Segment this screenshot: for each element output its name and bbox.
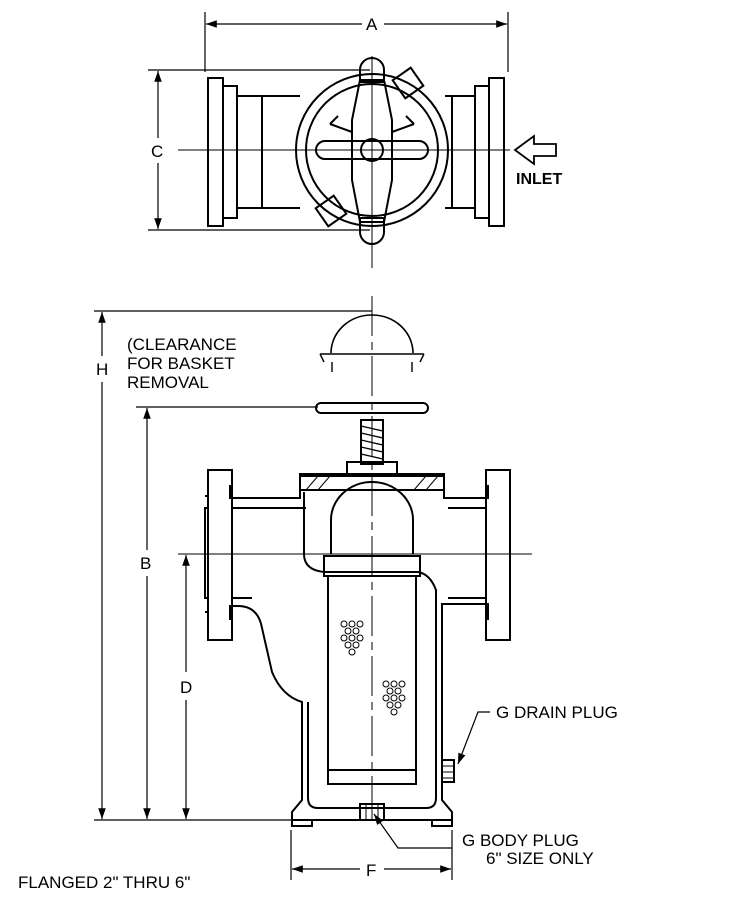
- clearance-rim: [319, 353, 425, 372]
- top-right-flange-hub: [474, 85, 490, 219]
- handwheel: [315, 402, 429, 414]
- stem-threads: [360, 425, 384, 460]
- drain-plug-leader: [457, 711, 490, 765]
- top-eyebolt-lower-left: [314, 194, 348, 228]
- drain-plug-label: G DRAIN PLUG: [496, 703, 618, 722]
- top-view: [148, 12, 557, 268]
- top-left-flange-hub: [222, 85, 238, 219]
- inlet-label: INLET: [516, 171, 562, 188]
- clearance-label-line2: FOR BASKET: [127, 354, 235, 373]
- body-outline: [229, 473, 489, 821]
- dim-c-label: C: [151, 142, 163, 161]
- top-eyebolt-upper-right: [391, 66, 425, 100]
- top-yoke-arms: [329, 115, 415, 133]
- top-lug-top: [359, 57, 385, 83]
- basket-perforations-lower: [382, 680, 406, 716]
- top-lug-bottom: [359, 217, 385, 245]
- body-plug-label-line1: G BODY PLUG: [462, 831, 579, 850]
- top-body-pipe: [237, 95, 475, 209]
- basket-body: [327, 576, 417, 785]
- drain-plug: [441, 759, 455, 783]
- elev-right-flange: [485, 469, 511, 641]
- internal-cavity: [303, 492, 437, 809]
- top-hub: [360, 138, 384, 162]
- cover-hatch: [305, 475, 439, 491]
- dim-f-label: F: [366, 861, 376, 880]
- body-feet: [291, 820, 453, 827]
- elev-left-flange-face: [204, 507, 209, 599]
- top-left-flange: [207, 77, 224, 227]
- basket-perforations-upper: [340, 620, 364, 656]
- basket-dome: [330, 481, 414, 554]
- elevation-view: [94, 296, 532, 880]
- basket-rim: [323, 555, 421, 577]
- inlet-arrow-icon: [513, 134, 557, 166]
- top-handle-bar: [315, 140, 429, 160]
- elev-left-flange: [205, 469, 233, 641]
- clearance-label-line1: (CLEARANCE: [127, 335, 237, 354]
- top-cover-outer: [295, 73, 449, 227]
- body-plug-label-line2: 6" SIZE ONLY: [486, 849, 594, 868]
- dim-b-label: B: [140, 554, 151, 573]
- clearance-label-line3: REMOVAL: [127, 373, 209, 392]
- threaded-stem: [360, 419, 384, 465]
- drawing-caption: FLANGED 2" THRU 6": [18, 873, 190, 892]
- elev-bore-left: [232, 507, 306, 599]
- clearance-cover-outline: [330, 314, 414, 354]
- top-right-flange: [488, 77, 505, 227]
- cover-plate: [299, 475, 445, 491]
- drain-plug-threads: [442, 765, 454, 779]
- dim-h-label: H: [96, 360, 108, 379]
- elev-bore-right: [448, 507, 486, 599]
- body-plug-leader: [373, 813, 452, 849]
- top-cover-inner: [305, 83, 439, 217]
- dim-a-label: A: [366, 15, 378, 34]
- dim-d-label: D: [180, 678, 192, 697]
